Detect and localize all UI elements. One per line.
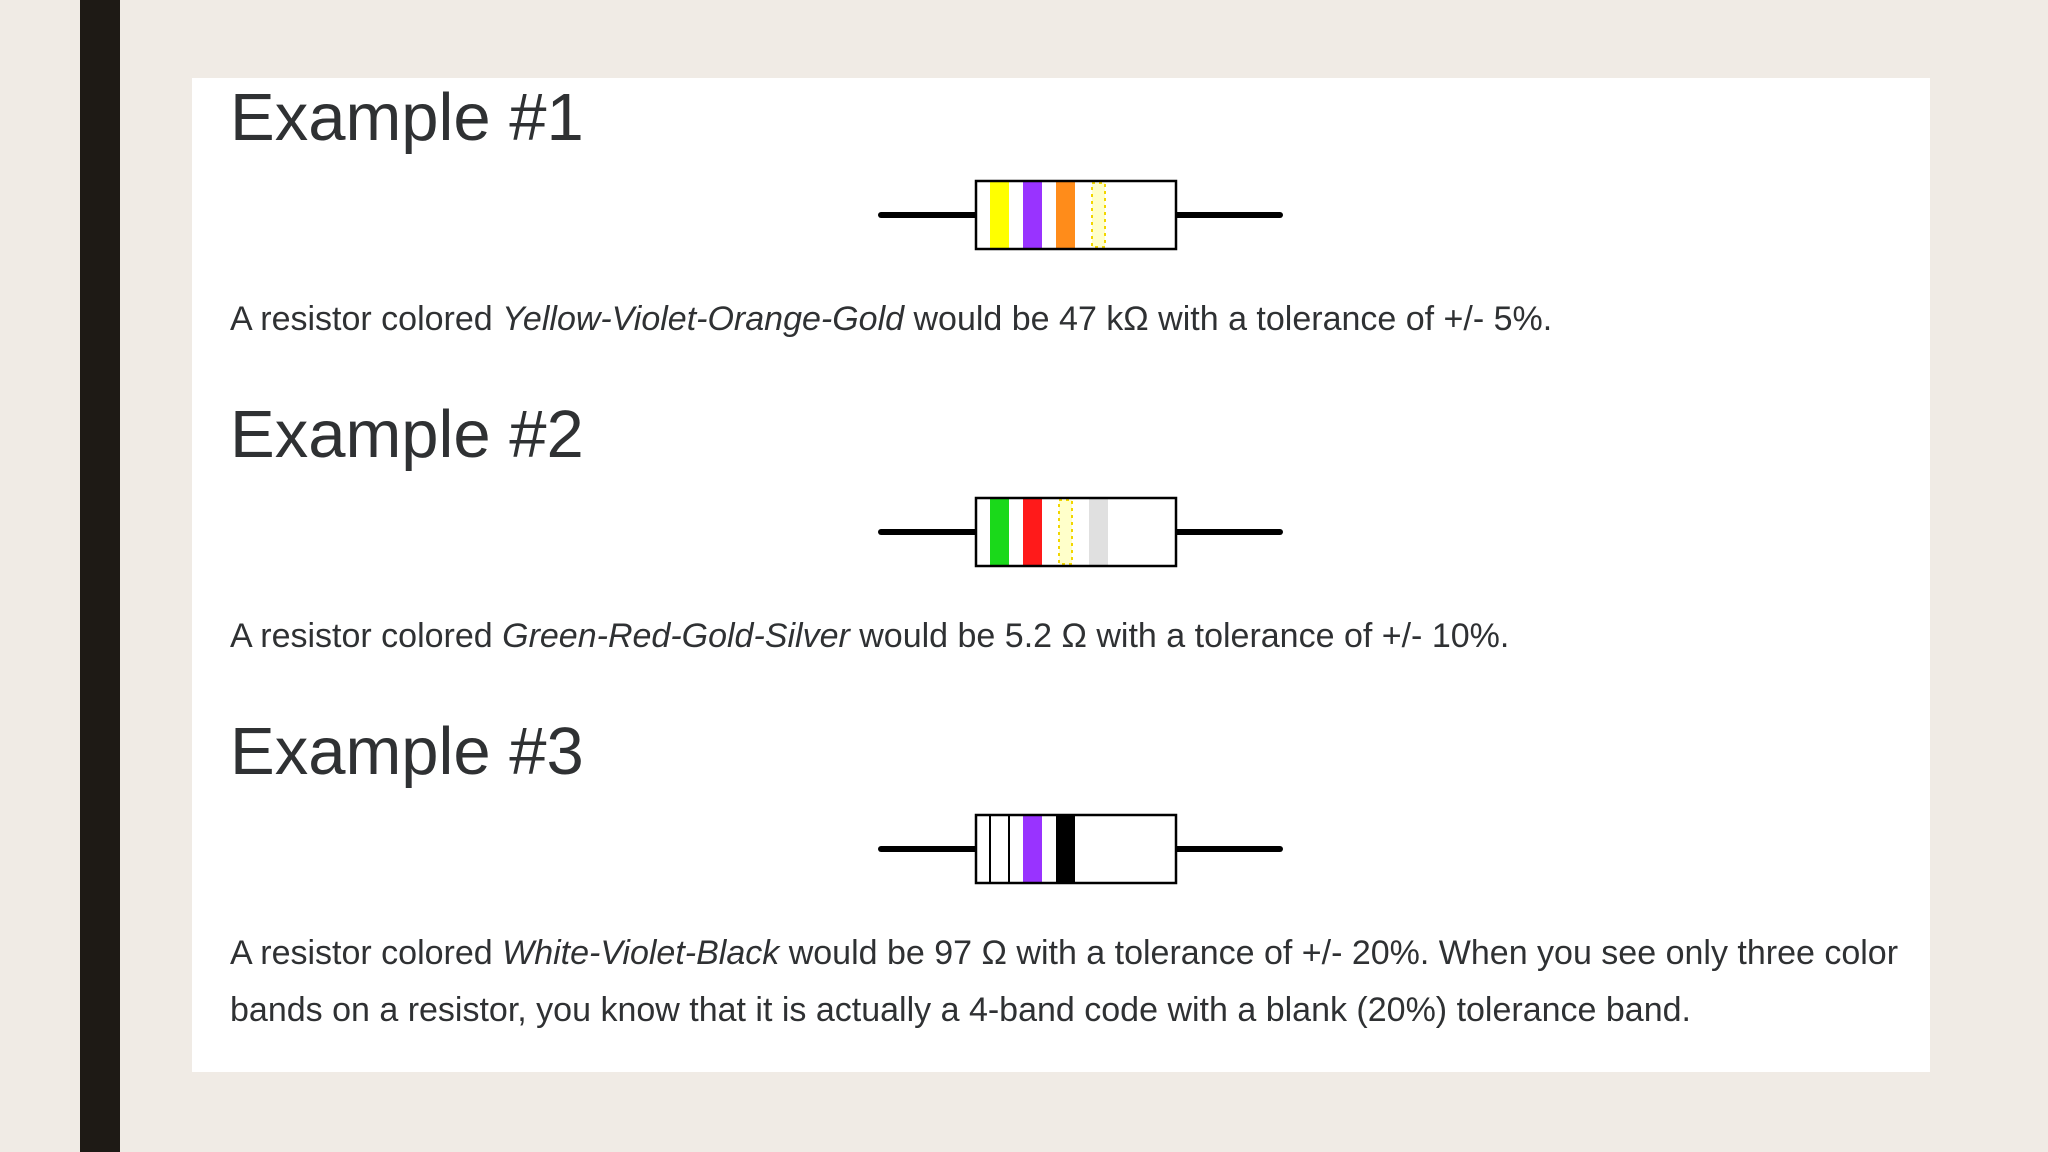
- resistor-outline: [974, 179, 1178, 251]
- color-band: [1023, 815, 1042, 883]
- resistor-svg: [878, 179, 1283, 251]
- resistor-diagram: [230, 812, 1900, 886]
- color-band: [1023, 498, 1042, 566]
- example-description: A resistor colored Green-Red-Gold-Silver…: [230, 608, 1900, 665]
- color-code-text: White-Violet-Black: [502, 934, 780, 972]
- resistor-diagram: [230, 178, 1900, 252]
- description-prefix: A resistor colored: [230, 934, 503, 972]
- example-title: Example #3: [230, 714, 584, 789]
- color-band: [1091, 182, 1106, 248]
- color-band: [1056, 181, 1075, 249]
- color-band: [1056, 815, 1075, 883]
- description-prefix: A resistor colored: [230, 300, 503, 338]
- resistor-outline: [974, 813, 1178, 885]
- example-title: Example #2: [230, 397, 584, 472]
- color-band: [989, 814, 1010, 884]
- resistor-body: [976, 498, 1176, 566]
- slide-left-accent-bar: [80, 0, 120, 1152]
- color-band: [990, 181, 1009, 249]
- resistor-body: [976, 181, 1176, 249]
- example-description: A resistor colored Yellow-Violet-Orange-…: [230, 291, 1900, 348]
- example-description: A resistor colored White-Violet-Black wo…: [230, 925, 1900, 1039]
- resistor-outline: [974, 496, 1178, 568]
- description-prefix: A resistor colored: [230, 617, 503, 655]
- color-code-text: Yellow-Violet-Orange-Gold: [502, 300, 905, 338]
- description-suffix: would be 47 kΩ with a tolerance of +/- 5…: [904, 300, 1553, 338]
- description-suffix: would be 97 Ω with a tolerance of +/- 20…: [230, 934, 1899, 1029]
- resistor-svg: [878, 496, 1283, 568]
- resistor-svg: [878, 813, 1283, 885]
- content-card: Example #1 A resistor colored Yellow-Vio…: [192, 78, 1930, 1072]
- description-suffix: would be 5.2 Ω with a tolerance of +/- 1…: [849, 617, 1510, 655]
- color-band: [990, 498, 1009, 566]
- color-band: [1089, 498, 1108, 566]
- color-band: [1023, 181, 1042, 249]
- color-code-text: Green-Red-Gold-Silver: [502, 617, 850, 655]
- resistor-diagram: [230, 495, 1900, 569]
- example-title: Example #1: [230, 80, 584, 155]
- color-band: [1058, 499, 1073, 565]
